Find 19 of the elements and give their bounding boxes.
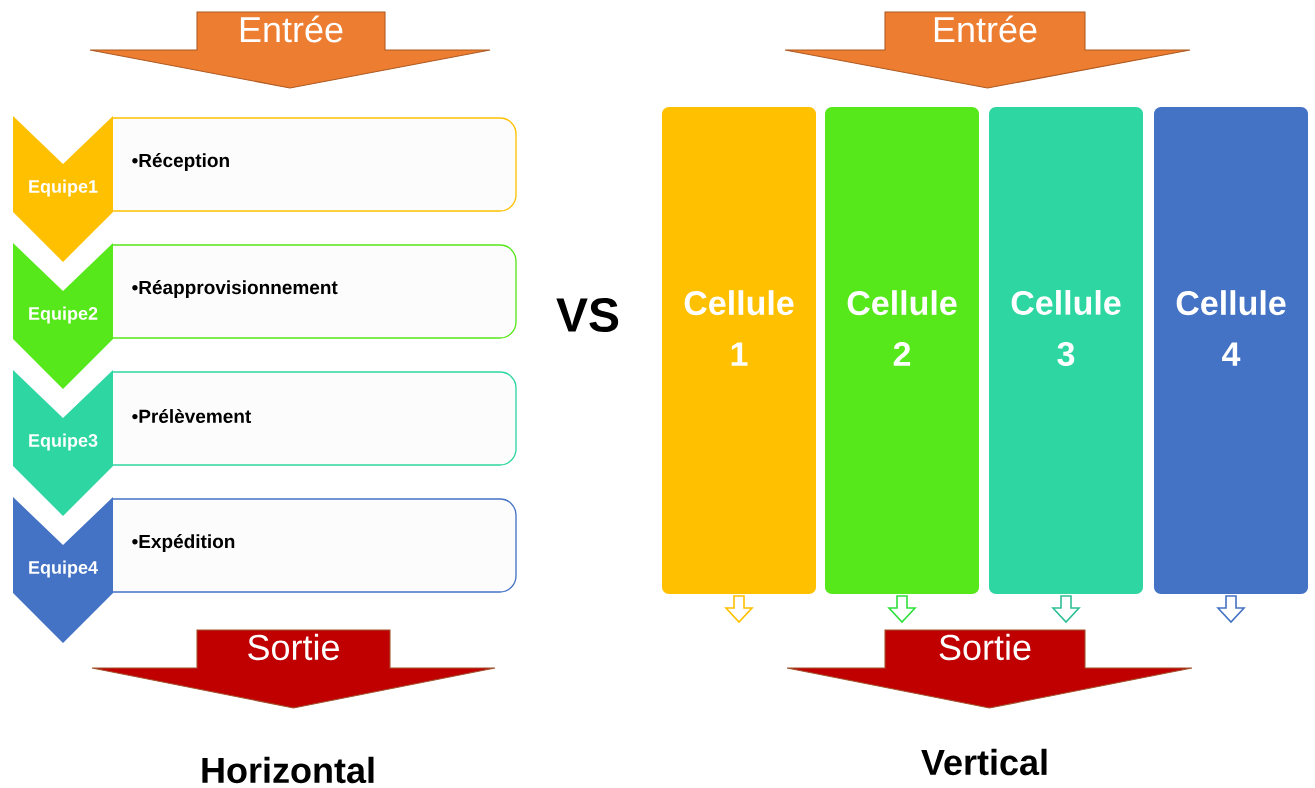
team-tab: Equipe4	[13, 497, 113, 643]
cell-column: Cellule 1	[662, 107, 816, 594]
down-arrow	[1051, 595, 1081, 624]
section-title: Horizontal	[202, 756, 374, 784]
team-tab: Equipe3	[13, 370, 113, 516]
task-box: •Prélèvement	[112, 371, 517, 466]
team-tab: Equipe2	[13, 243, 113, 389]
down-arrow	[724, 595, 754, 624]
section-title: Vertical	[921, 748, 1047, 776]
down-arrow	[1216, 595, 1246, 624]
task-box: •Réapprovisionnement	[112, 244, 517, 339]
down-arrow	[887, 595, 917, 624]
cell-column: Cellule 3	[989, 107, 1143, 594]
cell-column: Cellule 4	[1154, 107, 1308, 594]
vs-label: VS	[556, 298, 619, 332]
cell-column: Cellule 2	[825, 107, 979, 594]
task-box: •Expédition	[112, 498, 517, 593]
task-box: •Réception	[112, 117, 517, 212]
team-tab: Equipe1	[13, 116, 113, 262]
